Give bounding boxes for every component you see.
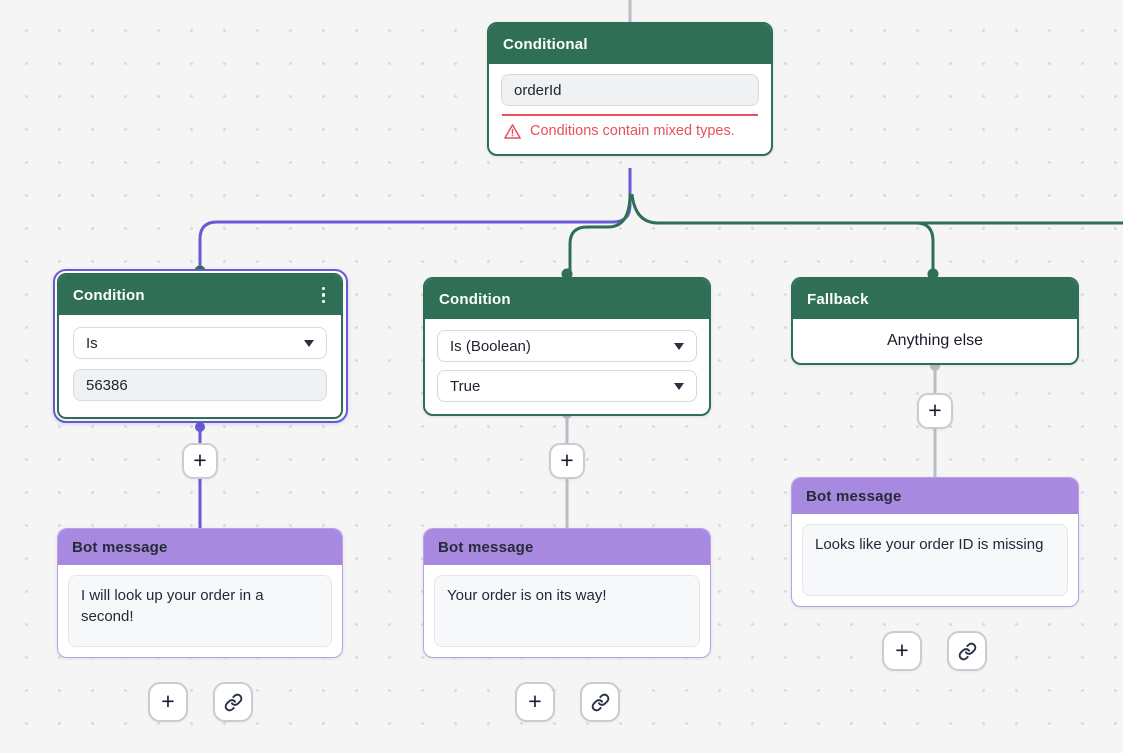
condition-middle-value-select[interactable]: True — [437, 370, 697, 402]
link-node-button-right[interactable] — [947, 631, 987, 671]
bot-middle-message-input[interactable]: Your order is on its way! — [434, 575, 700, 647]
node-bot-message-middle[interactable]: Bot message Your order is on its way! — [423, 528, 711, 658]
link-icon — [224, 693, 242, 711]
edge-conditional-to-right — [630, 193, 1123, 225]
error-divider — [502, 114, 758, 116]
chevron-down-icon — [674, 342, 684, 350]
port-in-middle-condition[interactable] — [561, 268, 573, 280]
node-bot-message-left[interactable]: Bot message I will look up your order in… — [57, 528, 343, 658]
condition-middle-operator-select[interactable]: Is (Boolean) — [437, 330, 697, 362]
add-step-button-middle[interactable]: + — [549, 443, 585, 479]
link-icon — [958, 642, 976, 660]
port-in-fallback[interactable] — [927, 268, 939, 280]
conditional-error: Conditions contain mixed types. — [501, 121, 759, 142]
condition-middle-operator-value: Is (Boolean) — [450, 337, 531, 355]
fallback-title: Fallback — [807, 290, 869, 308]
chevron-down-icon — [674, 382, 684, 390]
bot-middle-message: Your order is on its way! — [447, 587, 607, 604]
condition-middle-title: Condition — [439, 290, 511, 308]
conditional-variable-value: orderId — [514, 81, 562, 99]
node-bot-message-right[interactable]: Bot message Looks like your order ID is … — [791, 477, 1079, 607]
condition-left-operator-value: Is — [86, 334, 98, 352]
bot-right-message-input[interactable]: Looks like your order ID is missing — [802, 524, 1068, 596]
chevron-down-icon — [304, 339, 314, 347]
bot-middle-header: Bot message — [424, 529, 710, 565]
condition-middle-header: Condition — [425, 279, 709, 319]
add-node-button-middle[interactable]: + — [515, 682, 555, 722]
link-icon — [591, 693, 609, 711]
condition-left-value: 56386 — [86, 376, 128, 394]
edge-conditional-to-left — [198, 168, 632, 271]
bot-right-title: Bot message — [806, 487, 902, 505]
condition-left-title: Condition — [73, 286, 145, 304]
plus-icon: + — [928, 396, 942, 423]
link-node-button-middle[interactable] — [580, 682, 620, 722]
conditional-title: Conditional — [503, 35, 588, 53]
bot-right-message: Looks like your order ID is missing — [815, 536, 1044, 553]
bot-left-message: I will look up your order in a second! — [81, 587, 264, 625]
warning-triangle-icon — [504, 124, 521, 139]
condition-middle-value: True — [450, 377, 481, 395]
condition-left-header: Condition — [59, 275, 341, 315]
plus-icon: + — [161, 687, 175, 714]
add-step-button-left[interactable]: + — [182, 443, 218, 479]
link-node-button-left[interactable] — [213, 682, 253, 722]
node-conditional[interactable]: Conditional orderId Conditions contain m… — [487, 22, 773, 156]
port-out-left-condition[interactable] — [195, 422, 205, 432]
bot-right-header: Bot message — [792, 478, 1078, 514]
conditional-error-text: Conditions contain mixed types. — [530, 123, 735, 139]
edge-branch-to-fallback — [915, 221, 935, 272]
bot-left-title: Bot message — [72, 538, 168, 556]
edge-conditional-to-middle — [568, 193, 632, 272]
conditional-header: Conditional — [489, 24, 771, 64]
fallback-header: Fallback — [793, 279, 1077, 319]
bot-middle-title: Bot message — [438, 538, 534, 556]
plus-icon: + — [528, 687, 542, 714]
node-fallback[interactable]: Fallback Anything else — [791, 277, 1079, 365]
add-node-button-left[interactable]: + — [148, 682, 188, 722]
fallback-label: Anything else — [886, 332, 984, 349]
plus-icon: + — [560, 446, 574, 473]
kebab-menu-icon[interactable] — [320, 283, 328, 308]
condition-left-operator-select[interactable]: Is — [73, 327, 327, 359]
add-step-button-right[interactable]: + — [917, 393, 953, 429]
node-condition-left[interactable]: Condition Is 56386 — [57, 273, 343, 419]
node-condition-middle[interactable]: Condition Is (Boolean) True — [423, 277, 711, 416]
bot-left-header: Bot message — [58, 529, 342, 565]
plus-icon: + — [193, 446, 207, 473]
add-node-button-right[interactable]: + — [882, 631, 922, 671]
node-condition-left-selection[interactable]: Condition Is 56386 — [53, 269, 348, 423]
conditional-variable-input[interactable]: orderId — [501, 74, 759, 106]
bot-left-message-input[interactable]: I will look up your order in a second! — [68, 575, 332, 647]
condition-left-value-input[interactable]: 56386 — [73, 369, 327, 401]
plus-icon: + — [895, 636, 909, 663]
